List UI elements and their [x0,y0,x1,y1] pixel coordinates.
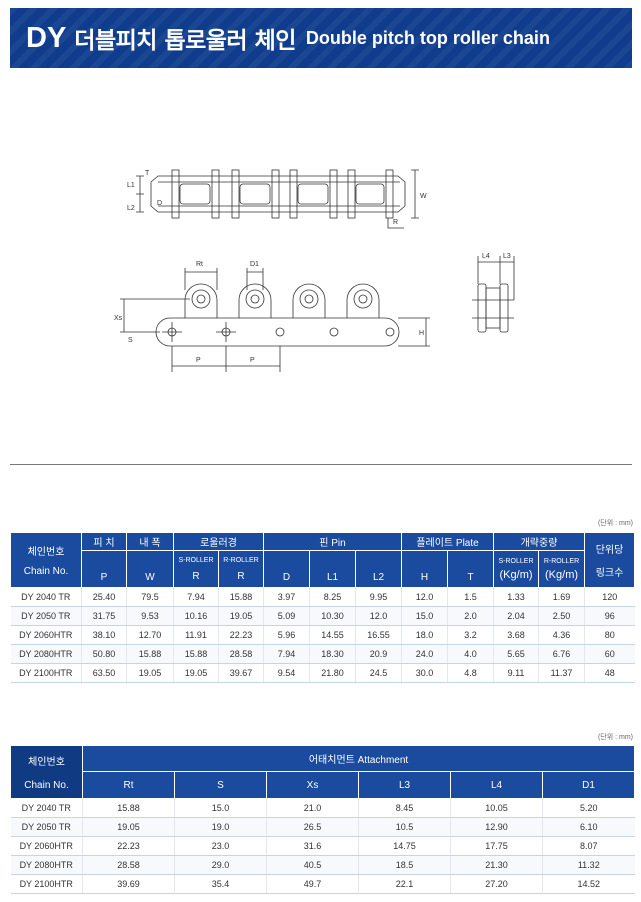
label-r: R [393,219,398,226]
attach-header-l3: L3 [358,771,451,799]
header-plate: 플레이트 Plate [401,532,495,551]
banner-title: DY 더블피치 톱로울러 체인 Double pitch top roller … [26,8,550,68]
spec-table: 체인번호 Chain No. 피 치 내 폭 로울러경 핀 Pin 플레이트 P… [10,532,636,683]
chain-no-kr: 체인번호 [27,547,65,558]
label-h: H [419,330,424,337]
label-s: S [128,337,133,344]
header-roller: 로울러경 [173,532,264,551]
header-pin: 핀 Pin [262,532,403,551]
end-view [472,256,515,333]
attach-header-xs: Xs [266,771,359,799]
chain-no-en: Chain No. [23,566,69,577]
header-plate-h: H [401,550,449,588]
links-kr-2: 링크수 [595,568,624,579]
header-links: 단위당 링크수 [584,532,636,588]
label-d1: D1 [250,261,259,268]
label-xs: Xs [114,315,123,322]
top-view [136,169,419,229]
label-l4: L4 [482,253,490,260]
attach-chain-no-en: Chain No. [24,780,69,791]
links-kr-1: 단위당 [595,545,624,556]
title-english: Double pitch top roller chain [305,27,550,48]
attachment-table: 체인번호 Chain No. 어태치먼트 Attachment Rt S Xs … [10,745,636,894]
attach-header-d1: D1 [541,771,636,799]
unit-note: (단위 : mm) [597,520,633,527]
title-korean: 더블피치 톱로울러 체인 [74,28,296,54]
label-rt: Rt [196,261,203,268]
header-pin-l2: L2 [354,550,403,588]
label-l2: L2 [127,205,135,212]
side-view [120,268,430,372]
header-pin-l1: L1 [309,550,356,588]
attach-chain-no-kr: 체인번호 [28,757,65,768]
header-weight: 개략중량 [493,532,586,551]
label-t: T [145,170,150,177]
header-width-sym: W [126,550,174,588]
unit-note-2: (단위 : mm) [597,734,633,741]
header-chain-no: 체인번호 Chain No. [10,532,82,588]
header-weight-s: S-ROLLER(Kg/m) [493,550,540,588]
header-weight-r: R-ROLLER(Kg/m) [538,550,586,588]
attach-header-s: S [174,771,267,799]
attach-header-rt: Rt [82,771,175,799]
label-d: D [157,200,162,207]
label-p-1: P [196,357,201,364]
header-pin-d: D [263,550,310,588]
attach-header-chain-no: 체인번호 Chain No. [10,745,83,799]
header-width: 내 폭 [126,532,174,551]
section-divider [10,464,632,465]
label-w: W [420,193,427,200]
label-p-2: P [250,357,255,364]
title-banner: DY 더블피치 톱로울러 체인 Double pitch top roller … [10,8,632,68]
header-plate-t: T [447,550,495,588]
label-l1: L1 [127,182,135,189]
chain-technical-drawing: L1 L2 T W D R Rt D1 Xs S P P H L4 L3 [114,169,515,372]
header-pitch-sym: P [81,550,127,588]
banner-pattern [10,8,632,68]
header-pitch: 피 치 [81,532,127,551]
attach-header-attachment: 어태치먼트 Attachment [81,745,636,772]
series-code: DY [26,21,67,54]
attach-header-l4: L4 [450,771,543,799]
label-l3: L3 [503,253,511,260]
